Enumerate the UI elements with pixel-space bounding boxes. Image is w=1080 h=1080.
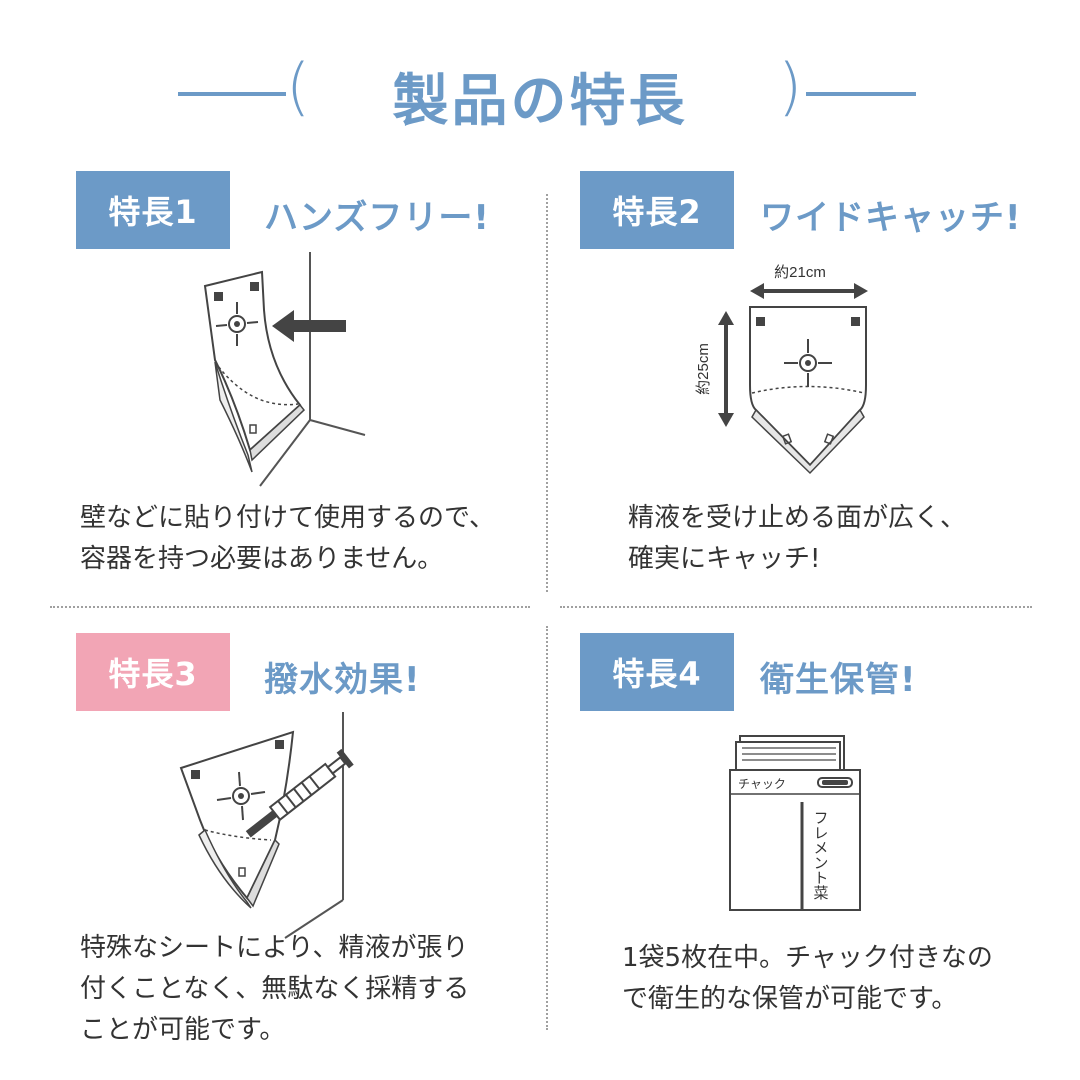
hands-free-illustration: [203, 252, 366, 487]
feature-description: 特殊なシートにより、精液が張り 付くことなく、無駄なく採精する ことが可能です。: [80, 928, 469, 1051]
feature-description: 1袋5枚在中。チャック付きなの で衛生的な保管が可能です。: [622, 938, 993, 1020]
feature-badge: 特長1: [76, 171, 230, 249]
feature-badge: 特長3: [76, 633, 230, 711]
feature-heading: ワイドキャッチ!: [760, 198, 1022, 238]
description-line: 精液を受け止める面が広く、: [628, 503, 967, 533]
wide-catch-illustration: 約21cm 約25cm: [695, 264, 868, 475]
title-paren-right: ): [778, 50, 803, 123]
feature-heading: ハンズフリー!: [264, 198, 490, 238]
description-line: 容器を持つ必要はありません。: [80, 544, 444, 574]
title-paren-left: (: [286, 50, 311, 123]
description-line: で衛生的な保管が可能です。: [622, 984, 958, 1014]
description-line: 付くことなく、無駄なく採精する: [80, 974, 470, 1004]
package-brand: フレメント菜: [812, 810, 829, 900]
vertical-divider-bottom: [546, 626, 548, 1030]
page-title: 製品の特長: [392, 69, 688, 134]
vertical-divider-top: [546, 194, 548, 592]
feature-badge: 特長2: [580, 171, 734, 249]
description-line: 特殊なシートにより、精液が張り: [80, 933, 469, 963]
description-line: 壁などに貼り付けて使用するので、: [80, 503, 495, 533]
feature-description: 壁などに貼り付けて使用するので、 容器を持つ必要はありません。: [80, 498, 495, 580]
description-line: 確実にキャッチ!: [628, 544, 821, 574]
horizontal-divider-right: [560, 606, 1032, 608]
dimension-width-label: 約21cm: [774, 264, 826, 281]
dimension-height-label: 約25cm: [695, 343, 712, 395]
description-line: ことが可能です。: [80, 1015, 286, 1045]
package-illustration: チャック フレメント菜: [729, 735, 861, 911]
feature-heading: 衛生保管!: [760, 660, 917, 700]
feature-badge: 特長4: [580, 633, 734, 711]
title-line-right: [806, 92, 916, 96]
water-repellent-illustration: [179, 712, 354, 939]
horizontal-divider-left: [50, 606, 530, 608]
title-line-left: [178, 92, 286, 96]
description-line: 1袋5枚在中。チャック付きなの: [622, 943, 993, 973]
zipper-label: チャック: [738, 777, 786, 791]
feature-heading: 撥水効果!: [264, 660, 421, 700]
feature-description: 精液を受け止める面が広く、 確実にキャッチ!: [628, 498, 966, 580]
